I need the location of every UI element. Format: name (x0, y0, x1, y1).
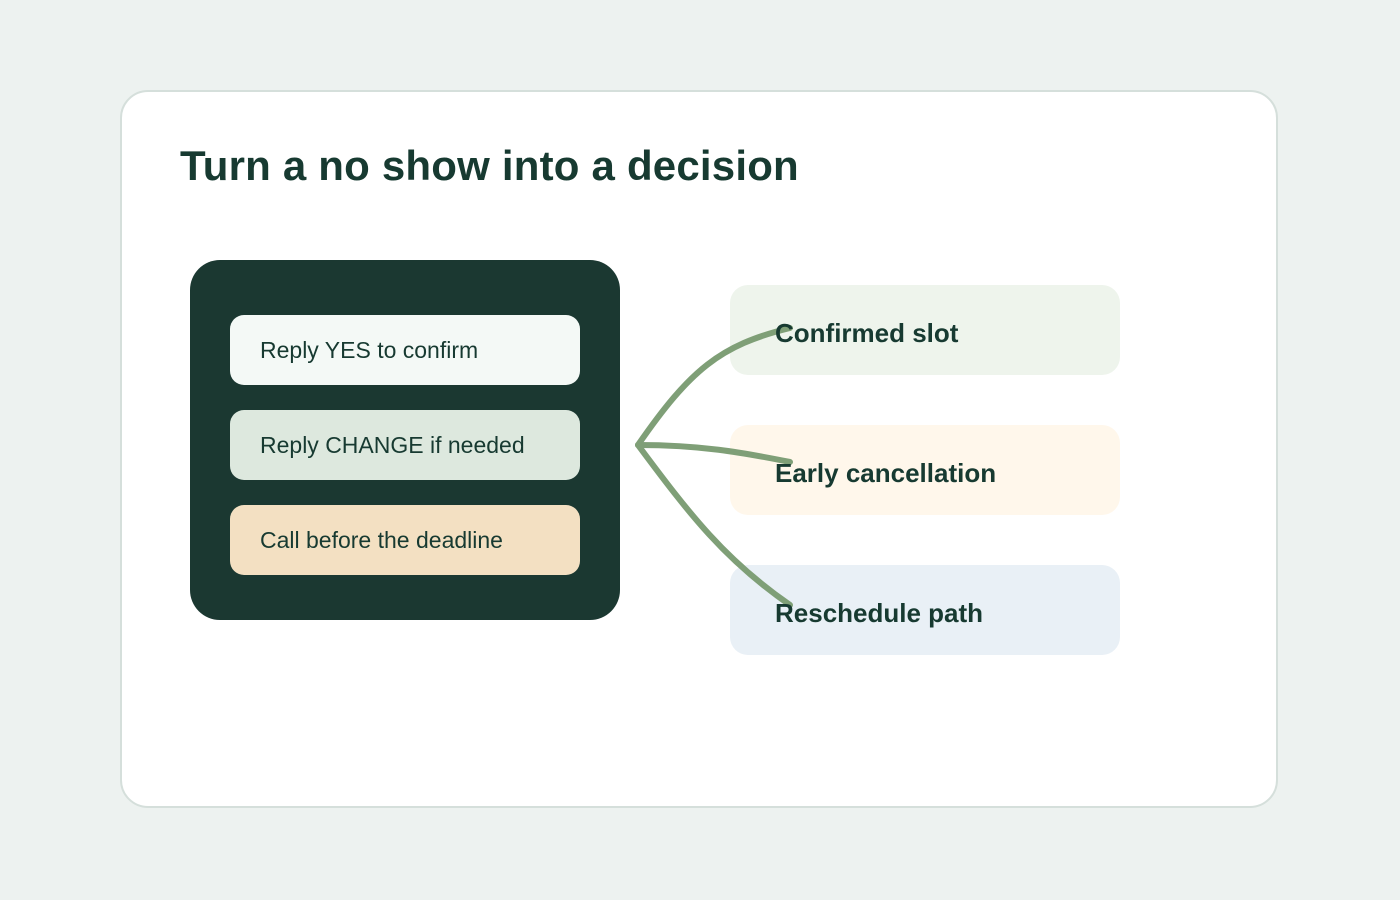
outcome-box-confirmed (730, 285, 1120, 375)
diagram-title: Turn a no show into a decision (180, 142, 799, 189)
option-call-deadline[interactable]: Call before the deadline (230, 505, 580, 575)
outcome-box-cancellation (730, 425, 1120, 515)
option-reply-yes[interactable]: Reply YES to confirm (230, 315, 580, 385)
option-reply-change[interactable]: Reply CHANGE if needed (230, 410, 580, 480)
outcome-label-cancellation: Early cancellation (775, 458, 997, 488)
outcome-label-reschedule: Reschedule path (775, 598, 984, 628)
outcome-label-confirmed: Confirmed slot (775, 318, 959, 348)
outcome-box-reschedule (730, 565, 1120, 655)
